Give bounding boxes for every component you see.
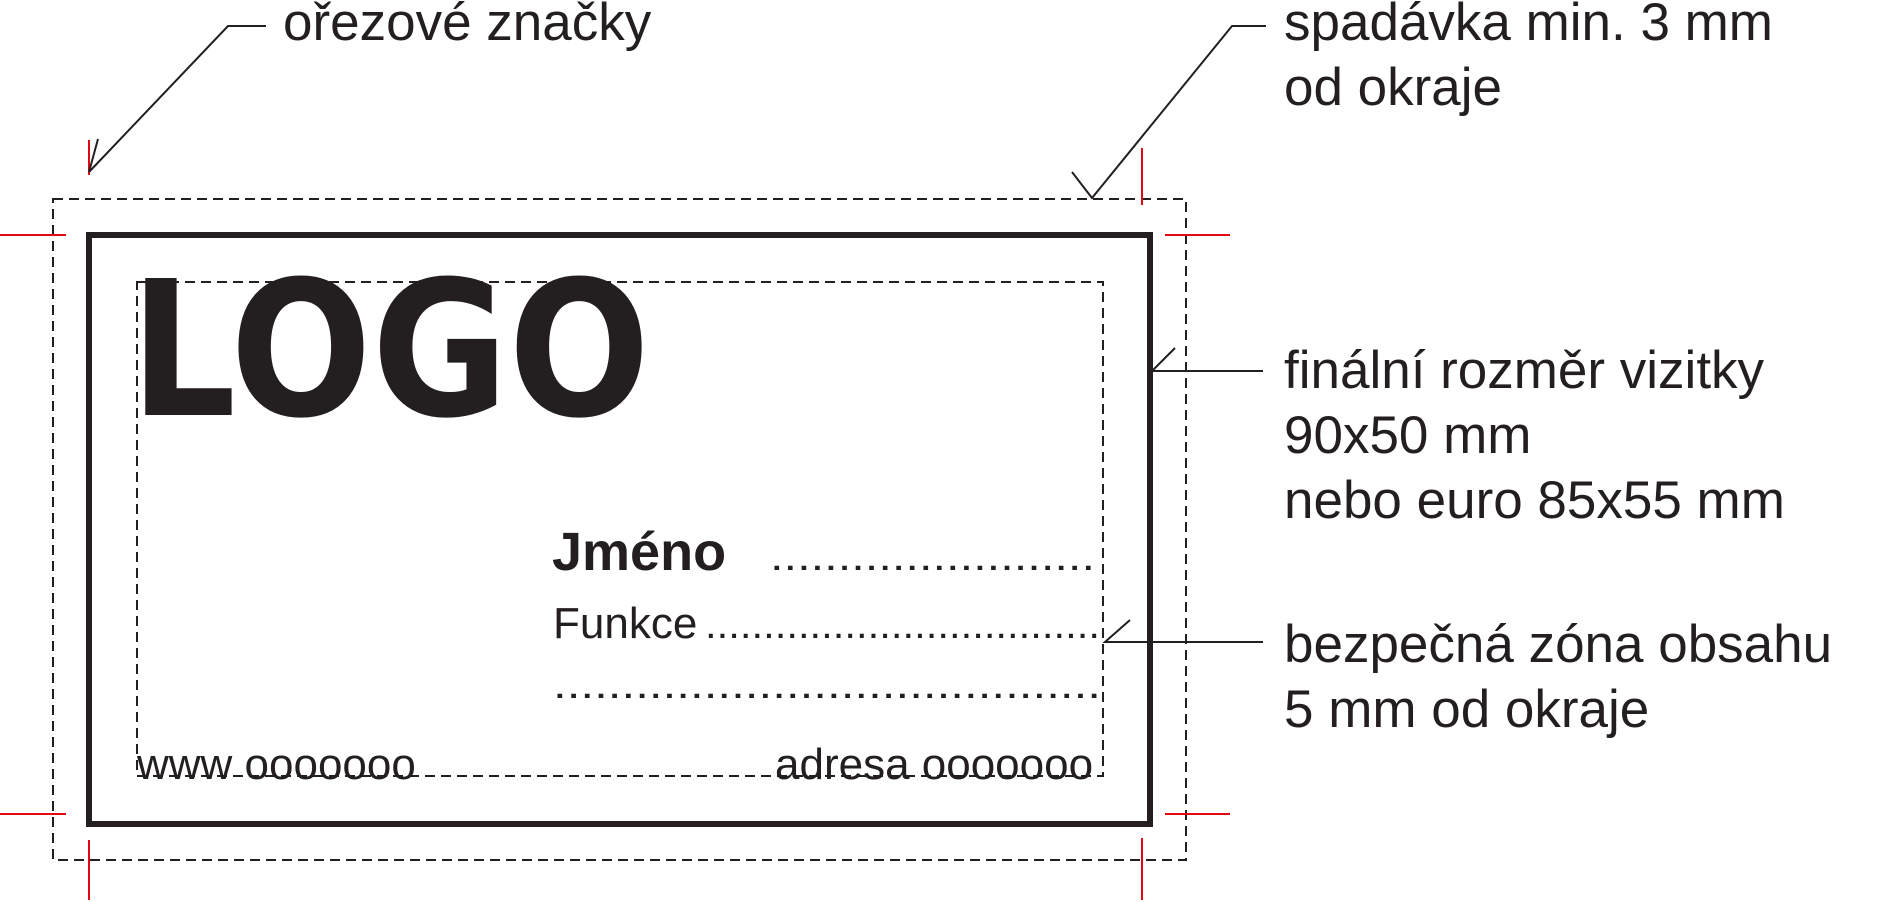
leader-bleed xyxy=(1071,25,1266,200)
card-logo: LOGO xyxy=(130,241,650,460)
leader-lines xyxy=(88,25,1266,643)
label-bleed-line1: spadávka min. 3 mm xyxy=(1284,0,1773,52)
label-final-size-line2: 90x50 mm xyxy=(1284,406,1531,465)
card-website: www ooooooo xyxy=(136,740,416,789)
leader-crop-marks xyxy=(88,25,266,173)
card-name-dots: ........................ xyxy=(770,535,1095,579)
leader-safe-zone xyxy=(1102,619,1263,643)
leader-final-size xyxy=(1149,347,1263,372)
card-function-dots: .................................. xyxy=(705,603,1100,647)
label-safe-zone-line2: 5 mm od okraje xyxy=(1284,680,1649,739)
safe-zone-outline xyxy=(136,281,1104,777)
card-address: adresa ooooooo xyxy=(775,740,1093,789)
label-bleed-line2: od okraje xyxy=(1284,58,1502,117)
card-extra-dots: ........................................ xyxy=(553,663,1101,707)
trim-outline xyxy=(86,232,1153,827)
label-final-size-line1: finální rozměr vizitky xyxy=(1284,341,1765,400)
card-function: Funkce xyxy=(553,599,697,648)
card-name: Jméno xyxy=(552,522,726,582)
label-crop-marks: ořezové značky xyxy=(283,0,652,52)
label-safe-zone-line1: bezpečná zóna obsahu xyxy=(1284,615,1832,674)
label-final-size-line3: nebo euro 85x55 mm xyxy=(1284,471,1785,530)
bleed-outline xyxy=(52,198,1187,861)
leader-crop-marks-tick xyxy=(88,138,99,173)
